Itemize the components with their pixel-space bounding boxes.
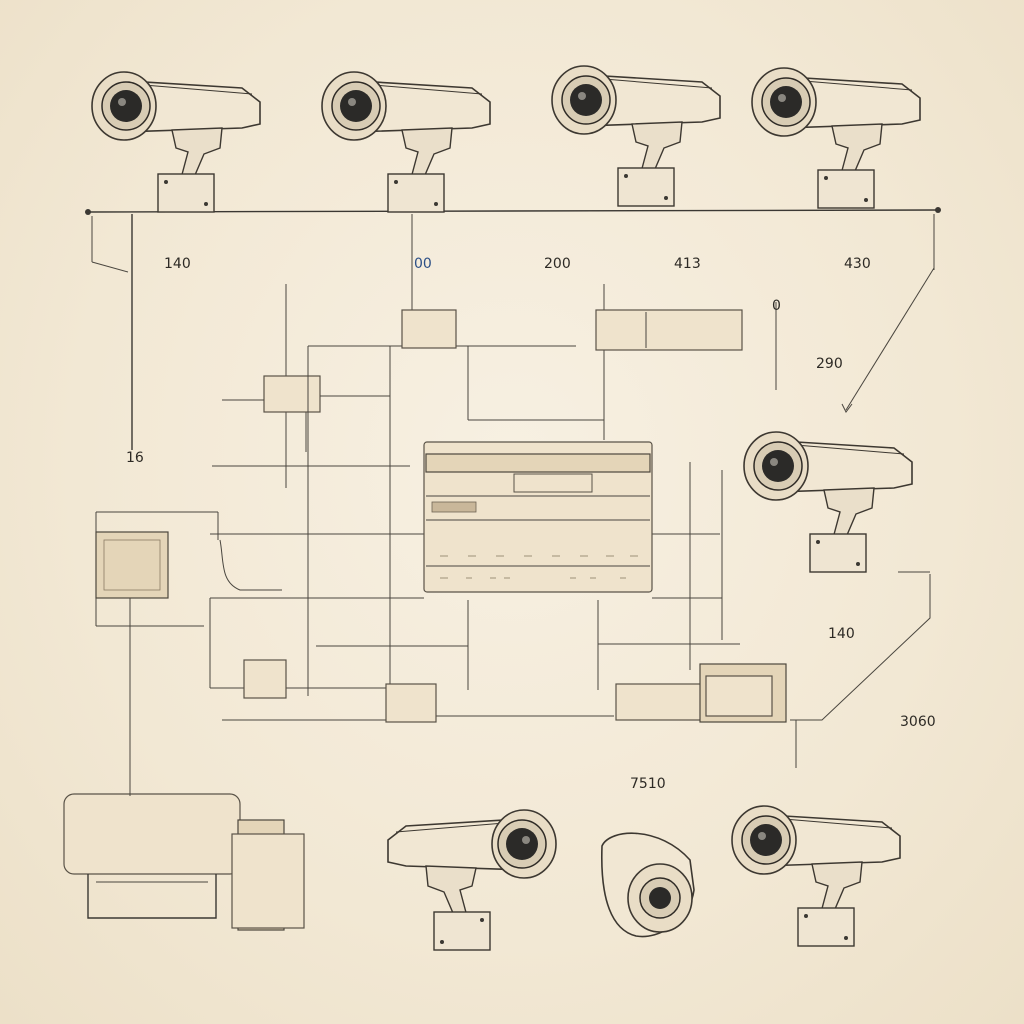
dvr-recorder-unit [423,441,653,593]
label-140-mid: 140 [828,626,855,642]
top-bus-wire [85,207,941,450]
label-7510: 7510 [630,776,666,792]
splitter-box-left [243,659,287,699]
camera-right-middle [743,431,913,573]
label-140-top: 140 [164,256,191,272]
camera-top-1 [91,71,261,213]
outdoor-housing-unit [63,598,305,931]
junction-box-left [212,284,410,488]
label-16: 16 [126,450,144,466]
label-200: 200 [544,256,571,272]
camera-top-3 [551,65,721,207]
splitter-box-center [385,683,437,723]
central-wiring [209,284,931,768]
label-430: 430 [844,256,871,272]
label-00: 00 [414,256,432,272]
label-413: 413 [674,256,701,272]
camera-bottom-right [731,805,901,947]
relay-box-top [401,309,457,349]
camera-top-4 [751,67,921,209]
camera-top-2 [321,71,491,213]
power-strip-top [595,309,743,351]
power-supply-bottom [615,663,787,723]
camera-bottom-center [387,809,557,951]
dome-camera [601,832,695,938]
label-290: 290 [816,356,843,372]
label-0: 0 [772,298,781,314]
left-panel-box [95,511,282,627]
label-3060: 3060 [900,714,936,730]
